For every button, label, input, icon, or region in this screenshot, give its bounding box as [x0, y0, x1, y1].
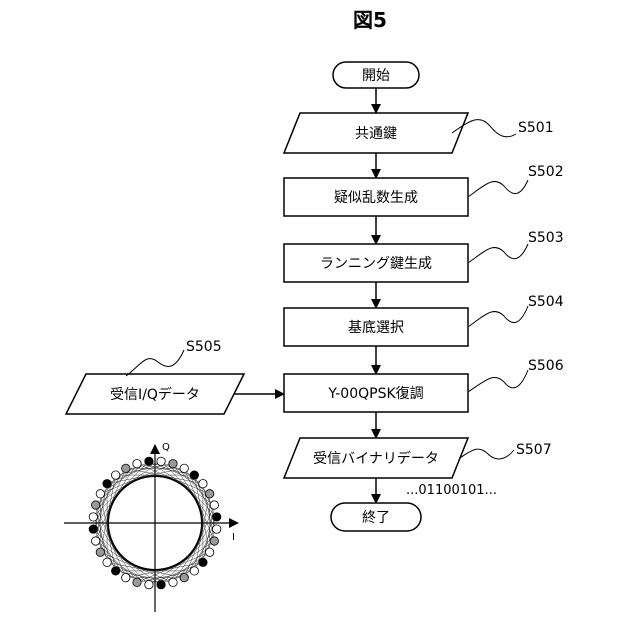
- basis-select-label: 基底選択: [348, 319, 404, 336]
- mesh-line: [173, 541, 214, 582]
- constellation-point: [180, 573, 188, 581]
- constellation-point: [210, 501, 218, 509]
- i-axis-label: I: [232, 532, 235, 543]
- constellation-point: [89, 525, 97, 533]
- constellation-point: [213, 513, 221, 521]
- constellation-point: [169, 578, 177, 586]
- constellation-point: [111, 567, 119, 575]
- constellation-point: [133, 459, 141, 467]
- constellation-point: [190, 471, 198, 479]
- constellation-diagram: Q I: [64, 442, 238, 612]
- prng-label: 疑似乱数生成: [334, 190, 418, 206]
- constellation-point: [91, 501, 99, 509]
- constellation-point: [180, 464, 188, 472]
- bitstream-label: ...01100101...: [406, 483, 497, 498]
- q-axis-label: Q: [162, 442, 170, 453]
- constellation-point: [111, 471, 119, 479]
- leader-s507: [460, 449, 514, 459]
- step-s507: S507: [516, 442, 552, 458]
- constellation-point: [190, 567, 198, 575]
- constellation-point: [133, 578, 141, 586]
- leader-s504: [468, 306, 528, 327]
- constellation-point: [91, 537, 99, 545]
- constellation-point: [122, 464, 130, 472]
- leader-s506: [468, 370, 528, 392]
- leader-s502: [468, 180, 528, 197]
- constellation-point: [199, 558, 207, 566]
- rx-iq-label: 受信I/Qデータ: [110, 386, 200, 403]
- demod-label: Y-00QPSK復調: [327, 385, 423, 402]
- step-s505: S505: [186, 339, 222, 355]
- step-s506: S506: [528, 358, 564, 374]
- start-label: 開始: [362, 68, 390, 84]
- step-s502: S502: [528, 164, 564, 180]
- constellation-point: [96, 490, 104, 498]
- constellation-point: [210, 537, 218, 545]
- step-s503: S503: [528, 230, 564, 246]
- leader-s505: [126, 350, 184, 376]
- constellation-point: [103, 479, 111, 487]
- mesh-line: [173, 464, 214, 505]
- constellation-point: [169, 459, 177, 467]
- constellation-point: [122, 573, 130, 581]
- constellation-point: [96, 548, 104, 556]
- shared-key-label: 共通鍵: [355, 126, 397, 142]
- constellation-point: [103, 558, 111, 566]
- constellation-point: [145, 457, 153, 465]
- end-label: 終了: [362, 510, 390, 526]
- rx-binary-label: 受信バイナリデータ: [313, 450, 439, 467]
- leader-s503: [468, 244, 528, 263]
- mesh-line: [96, 464, 137, 505]
- constellation-point: [205, 490, 213, 498]
- figure-title: 図5: [353, 8, 387, 32]
- constellation-point: [205, 548, 213, 556]
- mesh-line: [96, 541, 137, 582]
- constellation-point: [145, 581, 153, 589]
- constellation-point: [213, 525, 221, 533]
- constellation-point: [199, 479, 207, 487]
- constellation-point: [157, 581, 165, 589]
- step-s504: S504: [528, 294, 564, 310]
- step-s501: S501: [518, 120, 554, 136]
- running-key-label: ランニング鍵生成: [320, 256, 432, 272]
- constellation-point: [157, 457, 165, 465]
- constellation-point: [89, 513, 97, 521]
